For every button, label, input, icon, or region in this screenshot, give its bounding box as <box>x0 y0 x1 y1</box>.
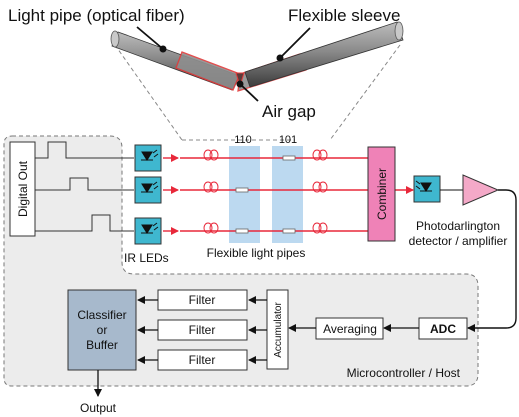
photodetector-icon <box>413 175 441 203</box>
classifier-label-line2: or <box>97 323 108 337</box>
air-gap-pointer-dot <box>236 80 244 88</box>
combiner-box <box>367 146 396 242</box>
light-pipe-pointer-dot <box>159 45 167 53</box>
fiber-coils <box>203 149 328 234</box>
photodarlington-label-line2: detector / amplifier <box>409 234 508 248</box>
light-pipe-label: Light pipe (optical fiber) <box>8 6 185 25</box>
annotation-pointers <box>136 26 311 102</box>
accumulator-to-filter-lines <box>137 296 267 364</box>
filter-label-2: Filter <box>189 323 216 337</box>
digital-out-label: Digital Out <box>16 160 30 217</box>
code-101: 101 <box>279 134 297 146</box>
code-110: 110 <box>234 134 252 146</box>
sleeve-pointer-dot <box>276 54 284 62</box>
ir-led-icon <box>134 144 162 172</box>
output-label: Output <box>80 401 117 415</box>
digital-out-box <box>9 141 36 237</box>
pipe-band-1 <box>229 146 260 243</box>
photodarlington-label-line1: Photodarlington <box>416 219 500 233</box>
pipe-band-2 <box>272 146 303 243</box>
amp-to-adc-line <box>467 189 517 332</box>
amplifier-icon <box>462 174 500 206</box>
ir-leds-label: IR LEDs <box>124 251 169 265</box>
pulse-waveforms <box>35 141 134 232</box>
classifier-box <box>67 289 137 371</box>
filter-label-3: Filter <box>189 353 216 367</box>
ir-led-icon <box>134 176 162 204</box>
accumulator-label: Accumulator <box>273 302 284 358</box>
classifier-label-line3: Buffer <box>86 338 118 352</box>
adc-label: ADC <box>430 322 456 336</box>
flexible-light-pipes-label: Flexible light pipes <box>207 246 306 260</box>
ir-led-icon <box>134 217 162 245</box>
flexible-sleeve-label: Flexible sleeve <box>288 6 400 25</box>
filter-label-1: Filter <box>189 293 216 307</box>
light-pipe-illustration <box>110 21 404 141</box>
ir-led-array <box>134 144 162 245</box>
gap-markers <box>235 155 296 234</box>
microcontroller-label: Microcontroller / Host <box>347 366 461 380</box>
air-gap-label: Air gap <box>262 102 316 121</box>
averaging-label: Averaging <box>323 322 377 336</box>
classifier-label-line1: Classifier <box>77 308 126 322</box>
combiner-label: Combiner <box>375 168 389 220</box>
